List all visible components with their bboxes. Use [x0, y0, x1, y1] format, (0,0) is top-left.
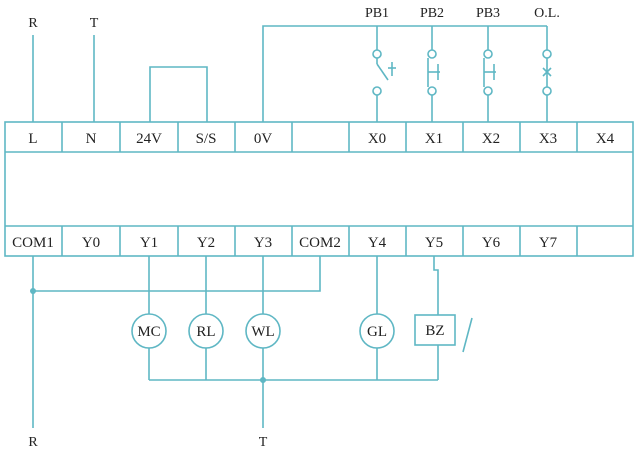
load-rl-label: RL — [196, 324, 215, 340]
load-mc-label: MC — [137, 324, 160, 340]
plc-body — [4, 121, 634, 257]
wire-0v-common — [262, 25, 547, 122]
wire-com-bus — [33, 256, 321, 292]
supply-r-bottom-label: R — [28, 435, 38, 450]
supply-r-top-label: R — [28, 16, 38, 31]
terminal-y5: Y5 — [425, 235, 443, 251]
top-terminal-strip — [61, 122, 578, 152]
terminal-x2: X2 — [482, 131, 500, 147]
pb2-switch — [427, 26, 440, 122]
terminal-x0: X0 — [368, 131, 386, 147]
load-gl-label: GL — [367, 324, 387, 340]
load-bz-label: BZ — [425, 323, 444, 339]
wire-y5-bz — [433, 256, 439, 315]
terminal-n: N — [86, 131, 97, 147]
terminal-x4: X4 — [596, 131, 615, 147]
supply-t-top-label: T — [90, 16, 99, 31]
pb1-label: PB1 — [365, 6, 389, 21]
junction-com — [30, 288, 36, 294]
terminal-y7: Y7 — [539, 235, 558, 251]
terminal-y4: Y4 — [368, 235, 387, 251]
terminal-x3: X3 — [539, 131, 557, 147]
terminal-y1: Y1 — [140, 235, 158, 251]
pb1-switch — [372, 26, 396, 122]
supply-t-bottom-label: T — [259, 435, 268, 450]
terminal-y0: Y0 — [82, 235, 100, 251]
terminal-com2: COM2 — [299, 235, 341, 251]
terminal-x1: X1 — [425, 131, 443, 147]
buzzer-mark — [462, 317, 473, 353]
terminal-com1: COM1 — [12, 235, 54, 251]
load-bz — [414, 314, 456, 346]
pb3-switch — [483, 26, 496, 122]
jumper-24v-ss — [149, 66, 208, 122]
ol-contact — [542, 26, 552, 122]
pb2-label: PB2 — [420, 6, 444, 21]
terminal-y2: Y2 — [197, 235, 215, 251]
bottom-terminal-strip — [61, 226, 578, 256]
terminal-0v: 0V — [254, 131, 273, 147]
load-wl-label: WL — [251, 324, 274, 340]
terminal-y6: Y6 — [482, 235, 501, 251]
terminal-l: L — [28, 131, 37, 147]
ol-label: O.L. — [534, 6, 560, 21]
terminal-24v: 24V — [136, 131, 162, 147]
terminal-y3: Y3 — [254, 235, 272, 251]
pb3-label: PB3 — [476, 6, 500, 21]
terminal-ss: S/S — [196, 131, 217, 147]
